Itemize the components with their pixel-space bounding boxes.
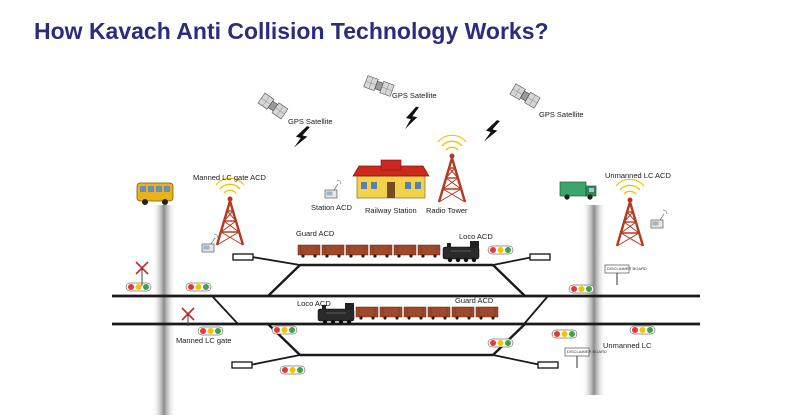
gps-satellite-label: GPS Satellite [539, 110, 584, 119]
gps-satellite-label: GPS Satellite [288, 117, 333, 126]
truck-icon [559, 181, 597, 200]
guard-acd-label: Guard ACD [296, 229, 335, 238]
satellite-icon [257, 92, 289, 120]
traffic-signal-icon [279, 365, 306, 375]
acd-device-icon [650, 209, 668, 229]
buffer-stop [232, 253, 254, 261]
locomotive-icon [442, 240, 480, 263]
buffer-stop [537, 361, 559, 369]
radio-tower-label: Radio Tower [426, 206, 468, 215]
train-bottom [317, 302, 499, 325]
traffic-signal-icon [271, 325, 298, 335]
buffer-stop [231, 361, 253, 369]
lightning-signal-icon [483, 118, 500, 145]
traffic-signal-icon [125, 282, 152, 292]
gps-satellite-label: GPS Satellite [392, 91, 437, 100]
lightning-signal-icon [293, 124, 310, 151]
disclaimer-board: DISCLAIMER BOARD [564, 347, 607, 368]
acd-device-icon [201, 233, 219, 253]
radio-tower-icon [614, 178, 646, 248]
bus-icon [136, 182, 174, 205]
traffic-signal-icon [568, 284, 595, 294]
train-top [297, 240, 480, 263]
manned-lc-gate-label: Manned LC gate [176, 336, 231, 345]
satellite-icon [509, 83, 541, 109]
acd-device-icon [324, 179, 342, 199]
unmanned-lc-label: Unmanned LC [603, 341, 652, 350]
manned-lc-gate-acd-label: Manned LC gate ACD [193, 173, 267, 182]
disclaimer-board-label: DISCLAIMER BOARD [567, 349, 607, 354]
traffic-signal-icon [487, 245, 514, 255]
traffic-signal-icon [197, 326, 224, 336]
page-title: How Kavach Anti Collision Technology Wor… [34, 18, 549, 44]
railway-station-icon [352, 159, 430, 199]
crossing-sign-icon [135, 261, 149, 286]
loco-acd-label: Loco ACD [459, 232, 493, 241]
satellite-icon [363, 75, 395, 97]
lightning-signal-icon [403, 105, 419, 131]
lc-road-right [582, 205, 606, 395]
station-acd-label: Station ACD [311, 203, 352, 212]
traffic-signal-icon [629, 325, 656, 335]
traffic-signal-icon [185, 282, 212, 292]
railway-tracks [112, 256, 700, 366]
railway-station-label: Railway Station [365, 206, 417, 215]
radio-tower-icon [436, 134, 468, 204]
guard-acd-label: Guard ACD [455, 296, 494, 305]
traffic-signal-icon [551, 329, 578, 339]
traffic-signal-icon [487, 338, 514, 348]
buffer-stop [529, 253, 551, 261]
disclaimer-board-label: DISCLAIMER BOARD [607, 266, 647, 271]
radio-tower-icon [214, 177, 246, 247]
crossing-sign-icon [181, 307, 195, 326]
lc-road-left [152, 205, 176, 415]
unmanned-lc-acd-label: Unmanned LC ACD [605, 171, 671, 180]
disclaimer-board: DISCLAIMER BOARD [604, 264, 647, 285]
loco-acd-label: Loco ACD [297, 299, 331, 308]
